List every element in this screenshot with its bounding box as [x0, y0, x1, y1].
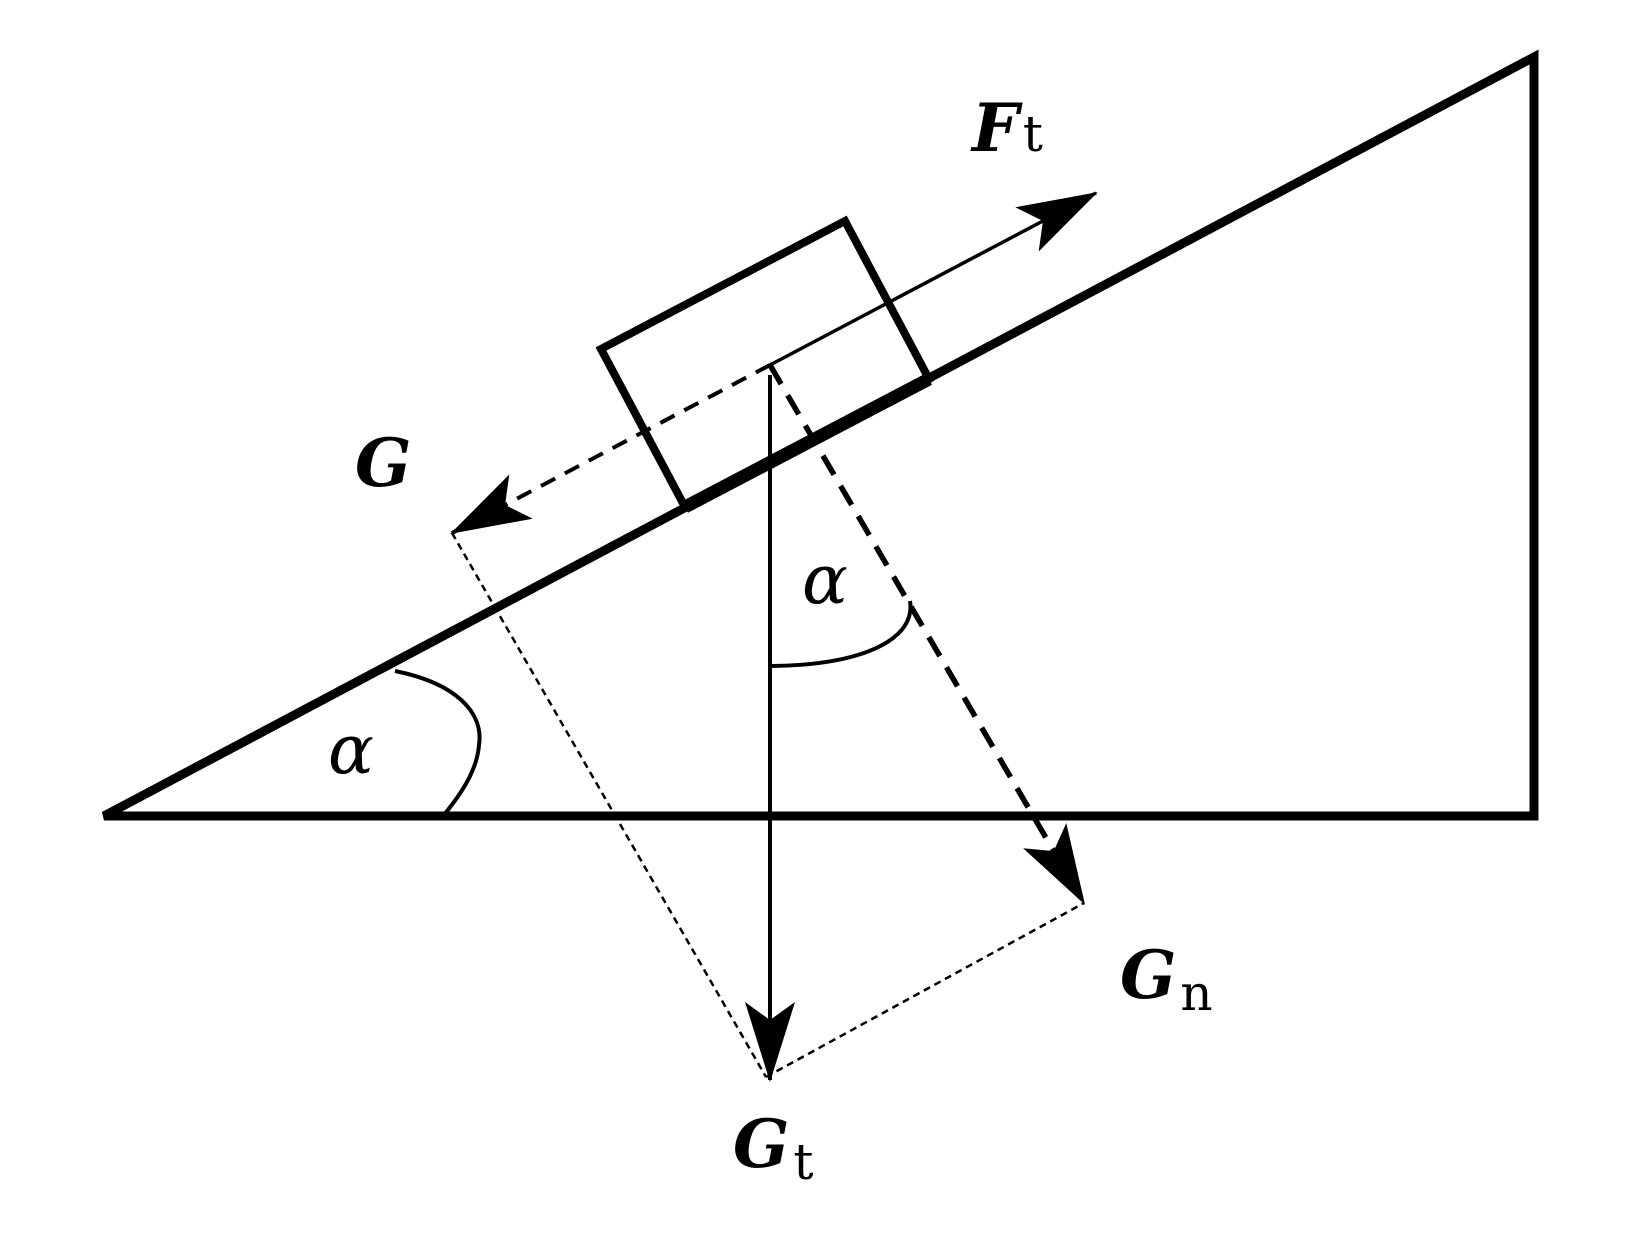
label-angle-base: α — [328, 711, 374, 790]
contact-surface — [681, 373, 933, 513]
label-gt: Gt — [733, 1105, 813, 1191]
label-g: G — [355, 424, 411, 502]
gn-arrow — [767, 363, 1087, 905]
label-ft: Ft — [970, 89, 1043, 167]
label-angle-vertical: α — [802, 541, 848, 620]
angle-arc-vertical — [770, 600, 913, 668]
angle-arc-base — [394, 669, 482, 818]
construction-line-left — [450, 532, 768, 1078]
construction-line-bottom — [765, 901, 1085, 1079]
ft-arrow — [769, 191, 1098, 367]
g-slope-arrow — [450, 363, 771, 535]
label-gn: Gn — [1120, 936, 1213, 1022]
